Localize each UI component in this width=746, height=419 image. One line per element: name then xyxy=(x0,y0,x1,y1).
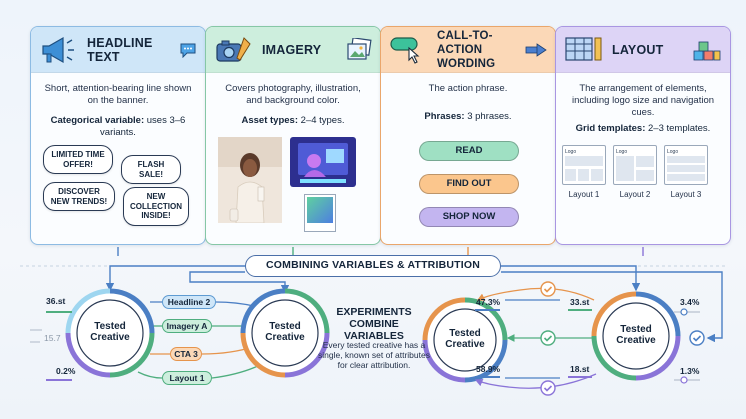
metric-mid-bottom: 58.9% xyxy=(476,364,501,374)
cta-button-find-out: Find out xyxy=(419,174,519,194)
tested-creative-node-3: Tested Creative xyxy=(445,328,485,350)
tested-creative-node-1: Tested Creative xyxy=(90,321,130,343)
picture-frame-icon xyxy=(347,37,372,60)
node-ring-4 xyxy=(591,291,681,381)
cta-card-detail: Phrases: 3 phrases. xyxy=(424,111,512,122)
headline-text-card: Headline Text Short, attention-bearing l… xyxy=(30,26,206,245)
metric-right-bottom: 18.st xyxy=(570,364,590,374)
layout-caption-3: Layout 3 xyxy=(670,190,702,199)
pill-imagery-a: Imagery A xyxy=(162,319,212,333)
layout-caption-2: Layout 2 xyxy=(619,190,651,199)
chat-bubble-icon xyxy=(180,43,196,58)
camera-palette-icon xyxy=(216,36,251,62)
layout-card: Layout The arrangement of elements, incl… xyxy=(555,26,731,245)
headline-bubble-1: Limited time offer! xyxy=(43,145,113,174)
cta-button-shop-now: Shop now xyxy=(419,207,519,227)
imagery-card-detail: Asset types: 2–4 types. xyxy=(241,115,345,126)
imagery-card: Imagery Covers photography, illustration… xyxy=(205,26,381,245)
node-ring-2 xyxy=(240,288,330,378)
photography-thumbnail xyxy=(218,137,282,223)
metric-far-bottom: 1.3% xyxy=(680,366,700,376)
building-blocks-icon xyxy=(693,41,721,60)
metric-far-top: 3.4% xyxy=(680,297,700,307)
combining-variables-banner: Combining Variables & Attribution xyxy=(245,255,501,277)
check-icon-bottom xyxy=(540,380,556,396)
node-ring-1 xyxy=(65,288,155,378)
layout-card-header: Layout xyxy=(556,27,730,73)
experiments-title: Experiments combine variables xyxy=(336,306,412,342)
headline-card-header: Headline Text xyxy=(31,27,205,73)
tested-creative-node-2: Tested Creative xyxy=(265,321,305,343)
cta-wording-card: Call-to-action wording The action phrase… xyxy=(380,26,556,245)
metric-left-bottom: 0.2% xyxy=(56,366,76,376)
headline-bubble-4: New collection inside! xyxy=(123,187,189,226)
slider-icons-right xyxy=(674,308,700,384)
cta-card-description: The action phrase. xyxy=(428,83,508,94)
cta-card-title: Call-to-action wording xyxy=(437,29,496,70)
illustration-thumbnail xyxy=(290,137,356,187)
arrow-right-icon xyxy=(525,42,547,57)
headline-bubble-2: Flash sale! xyxy=(121,155,181,184)
svg-text:Logo: Logo xyxy=(667,149,678,155)
layout-thumb-1: Logo xyxy=(562,145,606,185)
layout-card-title: Layout xyxy=(612,42,664,57)
layout-card-description: The arrangement of elements, including l… xyxy=(571,83,715,118)
metric-mid-top: 47.3% xyxy=(476,297,501,307)
grid-layout-icon xyxy=(565,36,602,61)
tested-creative-node-4: Tested Creative xyxy=(616,324,656,346)
check-icon-right xyxy=(689,330,705,346)
cta-button-read: Read xyxy=(419,141,519,161)
check-icon-top xyxy=(540,281,556,297)
experiments-description: Every tested creative has a single, know… xyxy=(318,340,430,370)
pointer-click-icon xyxy=(390,36,420,64)
pill-cta-3: CTA 3 xyxy=(170,347,202,361)
pill-layout-1: Layout 1 xyxy=(162,371,212,385)
imagery-card-description: Covers photography, illustration, and ba… xyxy=(225,83,361,106)
svg-text:Logo: Logo xyxy=(616,149,627,155)
metric-bars-left xyxy=(30,311,72,381)
cta-card-header: Call-to-action wording xyxy=(381,27,555,73)
imagery-card-header: Imagery xyxy=(206,27,380,73)
headline-card-detail: Categorical variable: uses 3–6 variants. xyxy=(50,115,186,138)
headline-card-title: Headline Text xyxy=(87,35,153,64)
layout-thumb-2: Logo xyxy=(613,145,657,185)
metric-left-mid: 15.7 xyxy=(44,333,61,343)
background-color-swatch xyxy=(304,194,336,232)
svg-text:Logo: Logo xyxy=(565,149,576,155)
layout-caption-1: Layout 1 xyxy=(568,190,600,199)
layout-thumb-3: Logo xyxy=(664,145,708,185)
headline-card-description: Short, attention-bearing line shown on t… xyxy=(44,83,192,106)
check-icon-mid xyxy=(540,330,556,346)
node-ring-3 xyxy=(422,297,508,383)
pill-headline-2: Headline 2 xyxy=(162,295,216,309)
headline-bubble-3: Discover new trends! xyxy=(43,182,115,211)
layout-card-detail: Grid templates: 2–3 templates. xyxy=(575,123,711,134)
imagery-card-title: Imagery xyxy=(262,42,322,57)
metric-left-top: 36.st xyxy=(46,296,66,306)
metric-right-top: 33.st xyxy=(570,297,590,307)
metric-bars-mid xyxy=(475,309,592,378)
megaphone-icon xyxy=(42,36,74,63)
